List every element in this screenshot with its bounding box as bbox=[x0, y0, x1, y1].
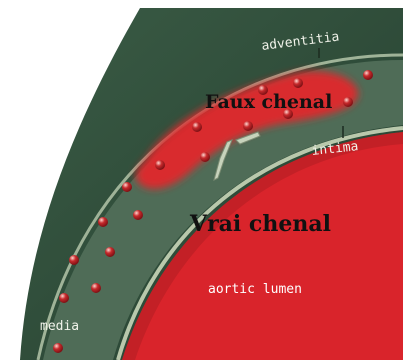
cell bbox=[91, 283, 101, 293]
cell bbox=[69, 255, 79, 265]
cell bbox=[200, 152, 210, 162]
cell bbox=[105, 247, 115, 257]
cell bbox=[53, 343, 63, 353]
true-lumen-label: Vrai chenal bbox=[189, 211, 331, 237]
cell bbox=[192, 122, 202, 132]
cell bbox=[293, 78, 303, 88]
cell bbox=[98, 217, 108, 227]
media-label: media bbox=[40, 319, 79, 334]
cell bbox=[363, 70, 373, 80]
aortic-lumen-label: aortic lumen bbox=[208, 282, 302, 297]
cell bbox=[59, 293, 69, 303]
cell bbox=[122, 182, 132, 192]
cell bbox=[133, 210, 143, 220]
cell bbox=[343, 97, 353, 107]
cell bbox=[155, 160, 165, 170]
false-lumen-label: Faux chenal bbox=[205, 91, 332, 113]
cell bbox=[243, 121, 253, 131]
